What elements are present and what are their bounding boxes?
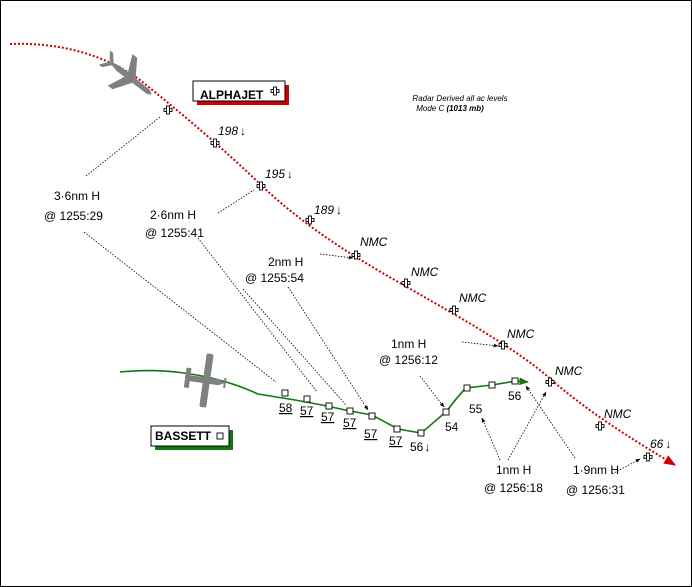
cross-symbol-icon — [270, 86, 280, 96]
connector-3b — [242, 288, 347, 406]
bassett-label: BASSETT — [150, 425, 233, 450]
alphajet-level-5: NMC — [411, 265, 439, 279]
alphajet-level-3: 189↓ — [314, 203, 342, 217]
separation-2-time: @ 1255:41 — [145, 226, 204, 240]
bassett-level-2: 57 — [300, 404, 314, 418]
separation-3-time: @ 1255:54 — [245, 271, 304, 285]
separation-4-time: @ 1256:12 — [379, 353, 438, 367]
bassett-level-8: 54 — [445, 420, 459, 434]
bassett-level-6: 57 — [389, 434, 403, 448]
bassett-position-marker — [442, 408, 450, 416]
connector-3a — [287, 286, 369, 411]
bassett-position-marker — [393, 425, 401, 433]
alphajet-level-7: NMC — [507, 327, 535, 341]
alphajet-position-marker — [305, 215, 315, 225]
bassett-level-4: 57 — [343, 416, 357, 430]
alphajet-position-markers — [163, 105, 653, 462]
alphajet-callsign: ALPHAJET — [200, 88, 264, 102]
separation-5-distance: 1nm H — [496, 463, 531, 477]
alphajet-position-marker — [256, 181, 266, 191]
separation-3-distance: 2nm H — [268, 255, 303, 269]
alphajet-track — [9, 42, 677, 466]
separation-5-time: @ 1256:18 — [484, 481, 543, 495]
bassett-position-marker — [281, 389, 289, 397]
alphajet-level-8: NMC — [555, 364, 583, 378]
bassett-level-3: 57 — [321, 410, 335, 424]
bassett-level-10: 56 — [508, 389, 522, 403]
connector-1a — [85, 116, 161, 177]
bassett-level-1: 58 — [279, 401, 293, 415]
alphajet-level-6: NMC — [459, 291, 487, 305]
bassett-aircraft-icon — [183, 353, 227, 408]
separation-2-distance: 2·6nm H — [150, 208, 196, 222]
separation-label-3: 2nm H @ 1255:54 — [245, 255, 304, 285]
connector-5b — [507, 391, 547, 461]
bassett-callsign: BASSETT — [155, 429, 212, 443]
separation-1-time: @ 1255:29 — [44, 209, 103, 223]
alphajet-position-marker — [351, 250, 361, 260]
separation-6-distance: 1·9nm H — [573, 463, 619, 477]
separation-label-1: 3·6nm H @ 1255:29 — [44, 189, 103, 223]
nmc-arrow-1 — [319, 253, 354, 260]
nmc-arrow-2 — [461, 341, 499, 348]
separation-connectors — [83, 116, 641, 475]
bassett-position-marker — [511, 377, 519, 385]
bassett-position-markers — [281, 377, 519, 437]
alphajet-position-marker — [545, 377, 555, 387]
alphajet-position-marker — [210, 138, 220, 148]
alphajet-position-marker — [449, 305, 459, 315]
alphajet-position-marker — [595, 421, 605, 431]
alphajet-label: ALPHAJET — [192, 80, 289, 105]
alphajet-level-1: 198↓ — [218, 124, 246, 138]
bassett-position-marker — [368, 412, 376, 420]
bassett-level-7: 56↓ — [410, 440, 430, 454]
connector-2a — [217, 189, 255, 214]
separation-4-distance: 1nm H — [391, 337, 426, 351]
connector-4 — [419, 375, 445, 408]
bassett-level-5: 57 — [364, 427, 378, 441]
bassett-position-marker — [488, 381, 496, 389]
bassett-position-marker — [303, 395, 311, 403]
separation-label-4: 1nm H @ 1256:12 — [379, 337, 438, 367]
bassett-position-marker — [463, 384, 471, 392]
bassett-position-marker — [417, 429, 425, 437]
radar-note-line2: Mode C (1013 mb) — [416, 104, 484, 113]
square-symbol-icon — [216, 432, 224, 440]
alphajet-aircraft-icon — [98, 50, 152, 95]
alphajet-level-9: NMC — [604, 407, 632, 421]
bassett-level-9: 55 — [469, 402, 483, 416]
alphajet-position-marker — [498, 340, 508, 350]
alphajet-level-2: 195↓ — [265, 167, 293, 181]
radar-note-line1: Radar Derived all ac levels — [412, 94, 507, 103]
alphajet-level-10: 66↓ — [650, 437, 671, 451]
bassett-position-marker — [325, 402, 333, 410]
separation-label-2: 2·6nm H @ 1255:41 — [145, 208, 204, 240]
separation-label-6: 1·9nm H @ 1256:31 — [566, 463, 625, 497]
alphajet-position-marker — [163, 105, 173, 115]
alphajet-position-marker — [643, 452, 653, 462]
alphajet-level-4: NMC — [360, 235, 388, 249]
separation-6-time: @ 1256:31 — [566, 483, 625, 497]
separation-label-5: 1nm H @ 1256:18 — [484, 463, 543, 495]
connector-2b — [197, 237, 318, 393]
connector-6b — [611, 458, 641, 475]
separation-1-distance: 3·6nm H — [54, 189, 100, 203]
alphajet-position-marker — [401, 278, 411, 288]
bassett-position-marker — [346, 407, 354, 415]
radar-note: Radar Derived all ac levels Mode C (1013… — [412, 94, 507, 113]
connector-6a — [525, 385, 576, 459]
